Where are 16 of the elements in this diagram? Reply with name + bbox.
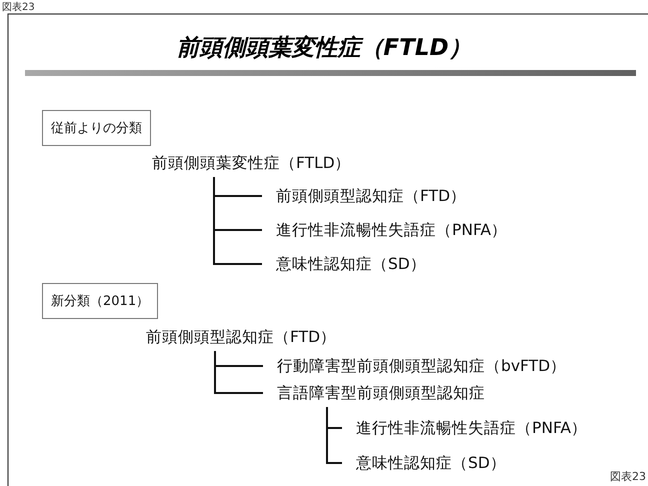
section-label-box: 新分類（2011） <box>42 283 158 319</box>
figure-number: 図表23 <box>2 0 35 14</box>
title: 前頭側頭葉変性症（FTLD） <box>175 34 473 63</box>
tree-item: 前頭側頭葉変性症（FTLD） <box>152 153 351 173</box>
tree-connector <box>326 407 342 464</box>
section-label-box: 従前よりの分類 <box>42 110 151 146</box>
tree-item: 進行性非流暢性失語症（PNFA） <box>276 220 508 240</box>
tree-item: 進行性非流暢性失語症（PNFA） <box>356 418 588 438</box>
tree-item: 前頭側頭型認知症（FTD） <box>276 186 466 206</box>
tree-item: 前頭側頭型認知症（FTD） <box>146 327 336 347</box>
tree-item: 行動障害型前頭側頭型認知症（bvFTD） <box>277 356 566 376</box>
tree-item: 意味性認知症（SD） <box>276 254 426 274</box>
figure-number: 図表23 <box>610 469 646 484</box>
tree-item: 言語障害型前頭側頭型認知症 <box>277 383 485 403</box>
tree-item: 意味性認知症（SD） <box>356 453 506 473</box>
tree-connector <box>214 351 263 394</box>
